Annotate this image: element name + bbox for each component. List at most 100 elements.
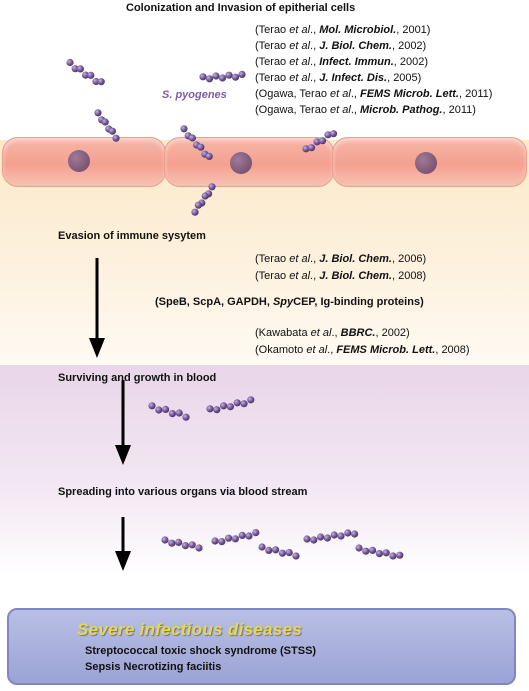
streptococcus-chain [199,70,246,83]
blood-zone-background [0,365,529,575]
coccus [188,541,196,549]
reference-line: (Ogawa, Terao et al., Microb. Pathog., 2… [255,104,476,116]
blood-references: (Kawabata et al., BBRC., 2002) (Okamoto e… [255,325,470,359]
streptococcus-chain [206,396,255,414]
coccus [208,183,216,191]
reference-line: (Terao et al., Mol. Microbiol., 2001) [255,24,431,36]
coccus [205,152,213,160]
streptococcus-chain [303,529,359,544]
coccus [272,546,280,554]
coccus [231,535,239,543]
coccus [369,546,377,555]
coccus [265,546,273,555]
coccus [278,549,286,557]
streptococcus-chain [191,183,216,216]
streptococcus-chain [302,130,338,153]
reference-line: (Okamoto et al., FEMS Microb. Lett., 200… [255,344,470,356]
step-evasion: Evasion of immune sysytem [58,230,206,242]
coccus [212,72,220,80]
coccus [206,405,214,413]
coccus [180,125,188,133]
coccus [226,403,234,411]
organism-label: S. pyogenes [162,89,227,101]
reference-line: (Ogawa, Terao et al., FEMS Microb. Lett.… [255,88,493,100]
coccus [112,134,120,142]
step-survival: Surviving and growth in blood [58,372,217,384]
coccus [337,532,345,540]
coccus [330,531,338,539]
coccus [148,402,156,410]
reference-line: (Terao et al., J. Biol. Chem., 2008) [255,270,427,282]
coccus [155,406,163,414]
down-arrow-3 [115,517,131,571]
coccus [313,138,321,146]
coccus [396,551,404,559]
coccus [245,532,253,540]
coccus [108,127,116,135]
coccus [168,539,176,547]
coccus [101,118,109,126]
coccus [201,192,209,200]
coccus [302,145,310,153]
coccus [240,400,248,408]
reference-line: (Kawabata et al., BBRC., 2002) [255,327,410,339]
coccus [97,78,105,86]
coccus [175,409,183,417]
outcome-line-sepsis: Sepsis Necrotizing faciitis [85,661,222,673]
coccus [382,549,390,557]
streptococcus-chain [211,529,260,546]
coccus [197,143,205,151]
coccus [258,543,266,551]
coccus [285,549,293,557]
coccus [310,536,318,544]
coccus [220,402,228,410]
coccus [218,74,227,82]
coccus [389,552,397,560]
outcome-box: Severe infectious diseases Streptococcal… [7,608,516,685]
coccus [324,131,332,139]
coccus [238,531,246,540]
streptococcus-chain [94,109,120,142]
reference-line: (Terao et al., J. Infect. Dis., 2005) [255,72,422,84]
coccus [194,201,202,209]
coccus [191,208,199,216]
coccus [182,413,190,421]
diagram-title: Colonization and Invasion of epitherial … [126,2,356,14]
coccus [292,552,300,560]
coccus [318,137,327,145]
coccus [205,75,214,83]
coccus [168,410,176,418]
streptococcus-chain [355,544,404,560]
streptococcus-chain [66,58,105,86]
coccus [211,537,219,545]
cell-nucleus [230,152,252,174]
virulence-proteins: (SpeB, ScpA, GAPDH, SpyCEP, Ig-binding p… [155,296,424,308]
coccus [351,530,359,538]
coccus [344,529,352,537]
coccus [225,534,233,542]
coccus [225,71,233,79]
outcome-line-stss: Streptococcal toxic shock syndrome (STSS… [85,645,317,657]
step-spreading: Spreading into various organs via blood … [58,486,308,498]
reference-line: (Terao et al., J. Biol. Chem., 2006) [255,253,427,265]
coccus [162,405,170,413]
coccus [233,399,241,407]
coccus [66,58,74,67]
coccus [329,130,338,138]
coccus [71,65,79,73]
coccus [307,144,316,152]
cell-nucleus [68,150,90,172]
coccus [362,547,370,555]
coccus [355,544,363,552]
streptococcus-chain [258,543,300,560]
coccus [161,536,169,544]
outcome-title: Severe infectious diseases [77,620,303,639]
coccus [87,71,95,79]
coccus [199,73,207,81]
coccus [238,70,246,78]
coccus [218,538,226,546]
reference-line: (Terao et al., Infect. Immun., 2002) [255,56,429,68]
streptococcus-chain [161,536,203,552]
coccus [231,73,240,81]
